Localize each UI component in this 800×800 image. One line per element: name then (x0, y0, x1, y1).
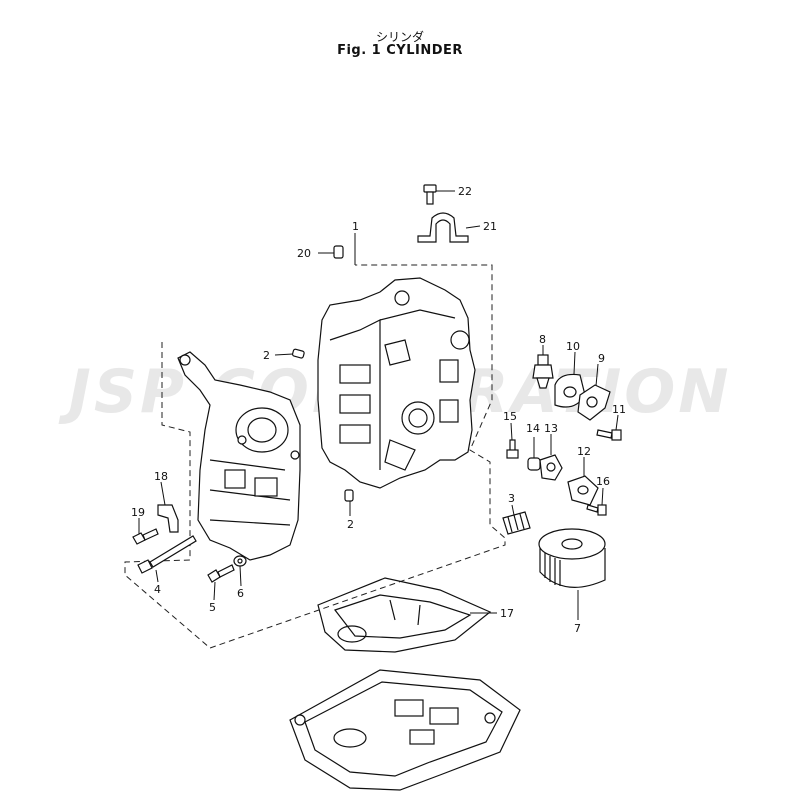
callout-1: 1 (352, 220, 359, 233)
callout-labels: 1 2 2 3 4 5 6 7 8 9 10 11 12 13 14 15 16… (131, 185, 626, 635)
part-bolt-22 (423, 184, 437, 205)
figure-title: Fig. 1 CYLINDER (337, 43, 463, 58)
callout-3: 3 (508, 492, 515, 505)
part-cover-12 (567, 475, 599, 506)
assembly-outline-dashed (124, 264, 506, 649)
part-base-plate (289, 669, 521, 791)
callout-18: 18 (154, 470, 168, 483)
callout-22: 22 (458, 185, 472, 198)
callout-12: 12 (577, 445, 591, 458)
part-clamp-21 (417, 212, 469, 243)
callout-10: 10 (566, 340, 580, 353)
callout-7: 7 (574, 622, 581, 635)
part-dowel-2-lower (344, 489, 354, 502)
part-sensor-8 (532, 354, 554, 389)
part-gasket-13 (539, 454, 563, 481)
callout-15: 15 (503, 410, 517, 423)
part-bolt-15 (506, 439, 519, 459)
part-oil-filter-7 (538, 528, 606, 588)
callout-11: 11 (612, 403, 626, 416)
callout-20: 20 (297, 247, 311, 260)
callout-5: 5 (209, 601, 216, 614)
part-grommet-14 (527, 457, 541, 471)
part-bolt-11 (596, 429, 622, 441)
part-stud-3 (502, 511, 531, 535)
callout-13: 13 (544, 422, 558, 435)
part-bracket-18 (157, 504, 179, 533)
part-bolt-4 (137, 535, 197, 574)
callout-2-lower: 2 (347, 518, 354, 531)
part-cover-9 (577, 384, 611, 421)
callout-17: 17 (500, 607, 514, 620)
callout-14: 14 (526, 422, 540, 435)
part-cylinder-block-1 (317, 277, 476, 489)
part-gasket-17 (317, 577, 492, 653)
callout-9: 9 (598, 352, 605, 365)
callout-4: 4 (154, 583, 161, 596)
part-bolt-19 (132, 528, 159, 545)
part-dowel-2-upper (291, 348, 305, 359)
callout-8: 8 (539, 333, 546, 346)
callout-16: 16 (596, 475, 610, 488)
part-washer-6 (233, 555, 247, 567)
part-dowel-20 (333, 245, 344, 259)
title-japanese: シリンダ (375, 30, 424, 44)
callout-2-upper: 2 (263, 349, 270, 362)
callout-6: 6 (237, 587, 244, 600)
callout-19: 19 (131, 506, 145, 519)
leader-lines (138, 190, 619, 620)
part-bolt-5 (207, 564, 235, 583)
part-bolt-16 (586, 504, 607, 516)
part-crankcase-left (177, 351, 301, 561)
callout-21: 21 (483, 220, 497, 233)
